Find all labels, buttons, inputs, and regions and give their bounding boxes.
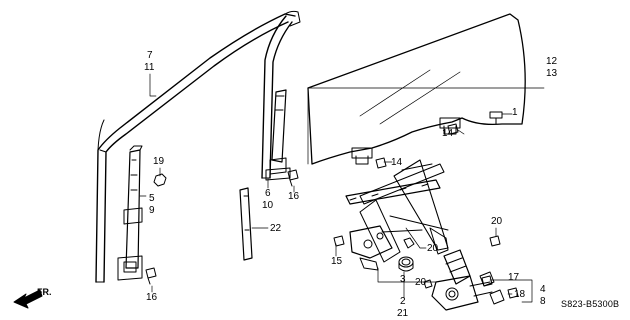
front-direction-arrow bbox=[13, 289, 43, 309]
rear-sash-channel bbox=[265, 89, 291, 181]
callout-5: 5 bbox=[149, 193, 155, 204]
callout-19: 19 bbox=[153, 156, 165, 167]
callout-8: 8 bbox=[540, 296, 546, 307]
callout-15: 15 bbox=[331, 256, 343, 267]
front-lower-channel bbox=[117, 145, 143, 281]
callout-14-upper: 14 bbox=[442, 128, 454, 139]
diagram-code: S823-B5300B bbox=[561, 299, 620, 309]
callout-21: 21 bbox=[397, 308, 409, 319]
run-channel-outer bbox=[95, 10, 301, 283]
callout-17: 17 bbox=[508, 272, 520, 283]
callout-7: 7 bbox=[147, 50, 153, 61]
callout-20-right: 20 bbox=[491, 216, 503, 227]
callout-9: 9 bbox=[149, 205, 155, 216]
callout-3: 3 bbox=[400, 274, 406, 285]
regulator-gear bbox=[398, 256, 414, 272]
weatherstrip bbox=[239, 187, 253, 261]
sash-channel-rear bbox=[261, 15, 293, 179]
callout-2: 2 bbox=[400, 296, 406, 307]
leader-lines bbox=[139, 73, 545, 303]
callout-20-lower: 20 bbox=[415, 277, 427, 288]
callout-20-middle: 20 bbox=[427, 243, 439, 254]
callout-12: 12 bbox=[546, 56, 558, 67]
fasteners bbox=[145, 123, 519, 305]
callout-22: 22 bbox=[270, 223, 282, 234]
callout-14-lower: 14 bbox=[391, 157, 403, 168]
callout-18: 18 bbox=[514, 289, 526, 300]
callout-6: 6 bbox=[265, 188, 271, 199]
front-direction-label: FR. bbox=[37, 287, 52, 297]
callout-13: 13 bbox=[546, 68, 558, 79]
callout-16-front: 16 bbox=[146, 292, 158, 303]
callout-11: 11 bbox=[144, 62, 155, 73]
callout-4: 4 bbox=[540, 284, 546, 295]
door-glass bbox=[307, 13, 526, 165]
callout-16-rear: 16 bbox=[288, 191, 300, 202]
window-regulator bbox=[345, 159, 449, 271]
callout-10: 10 bbox=[262, 200, 274, 211]
callout-1: 1 bbox=[512, 107, 518, 118]
power-window-motor bbox=[431, 249, 493, 311]
